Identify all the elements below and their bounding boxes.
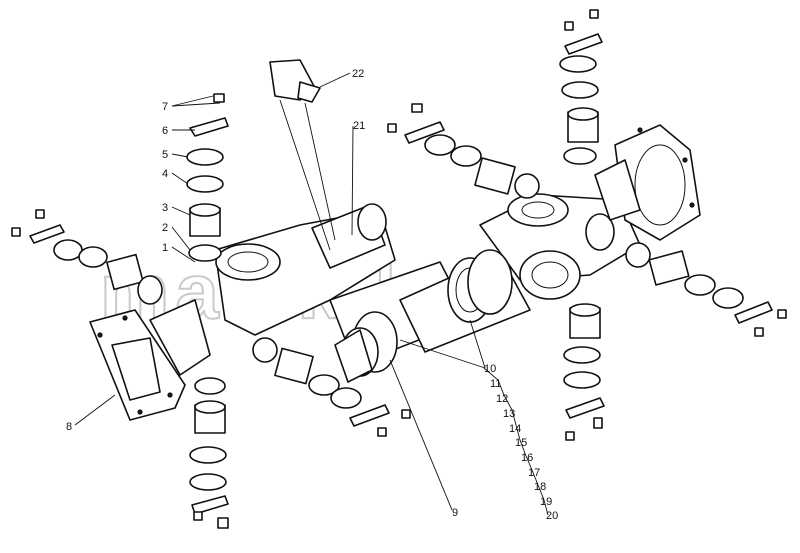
differential-flange-right <box>594 124 701 241</box>
callout-15: 15 <box>515 437 527 449</box>
callout-6: 6 <box>162 125 168 137</box>
leader-lines <box>74 72 549 516</box>
left-kingpin-stack <box>186 93 229 262</box>
callout-14: 14 <box>509 423 521 435</box>
left-lower-stack <box>189 377 229 529</box>
center-lower-stack <box>252 337 411 437</box>
callout-19: 19 <box>540 496 552 508</box>
callout-1: 1 <box>162 242 168 254</box>
callout-3: 3 <box>162 202 168 214</box>
grease-fitting-22 <box>269 59 321 103</box>
callout-8: 8 <box>66 421 72 433</box>
callout-7: 7 <box>162 101 168 113</box>
callout-21: 21 <box>353 120 365 132</box>
left-side-stack <box>11 209 163 305</box>
callout-16: 16 <box>521 452 533 464</box>
callout-4: 4 <box>162 168 168 180</box>
right-side-stack <box>625 242 787 337</box>
axle-housing <box>214 193 641 383</box>
callout-13: 13 <box>503 408 515 420</box>
callout-17: 17 <box>528 467 540 479</box>
callout-9: 9 <box>452 507 458 519</box>
callout-11: 11 <box>490 378 501 390</box>
callout-2: 2 <box>162 222 168 234</box>
callout-12: 12 <box>496 393 508 405</box>
callout-22: 22 <box>352 68 364 80</box>
callout-20: 20 <box>546 510 558 522</box>
callout-10: 10 <box>484 363 496 375</box>
callout-labels: 7 6 5 4 3 2 1 8 9 10 11 12 13 14 15 16 1… <box>66 68 558 522</box>
callout-5: 5 <box>162 149 168 161</box>
center-top-stack <box>387 103 540 199</box>
wheel-flange-left <box>89 299 211 421</box>
right-kingpin-stack <box>559 9 603 165</box>
right-lower-stack <box>563 303 605 441</box>
callout-18: 18 <box>534 481 546 493</box>
